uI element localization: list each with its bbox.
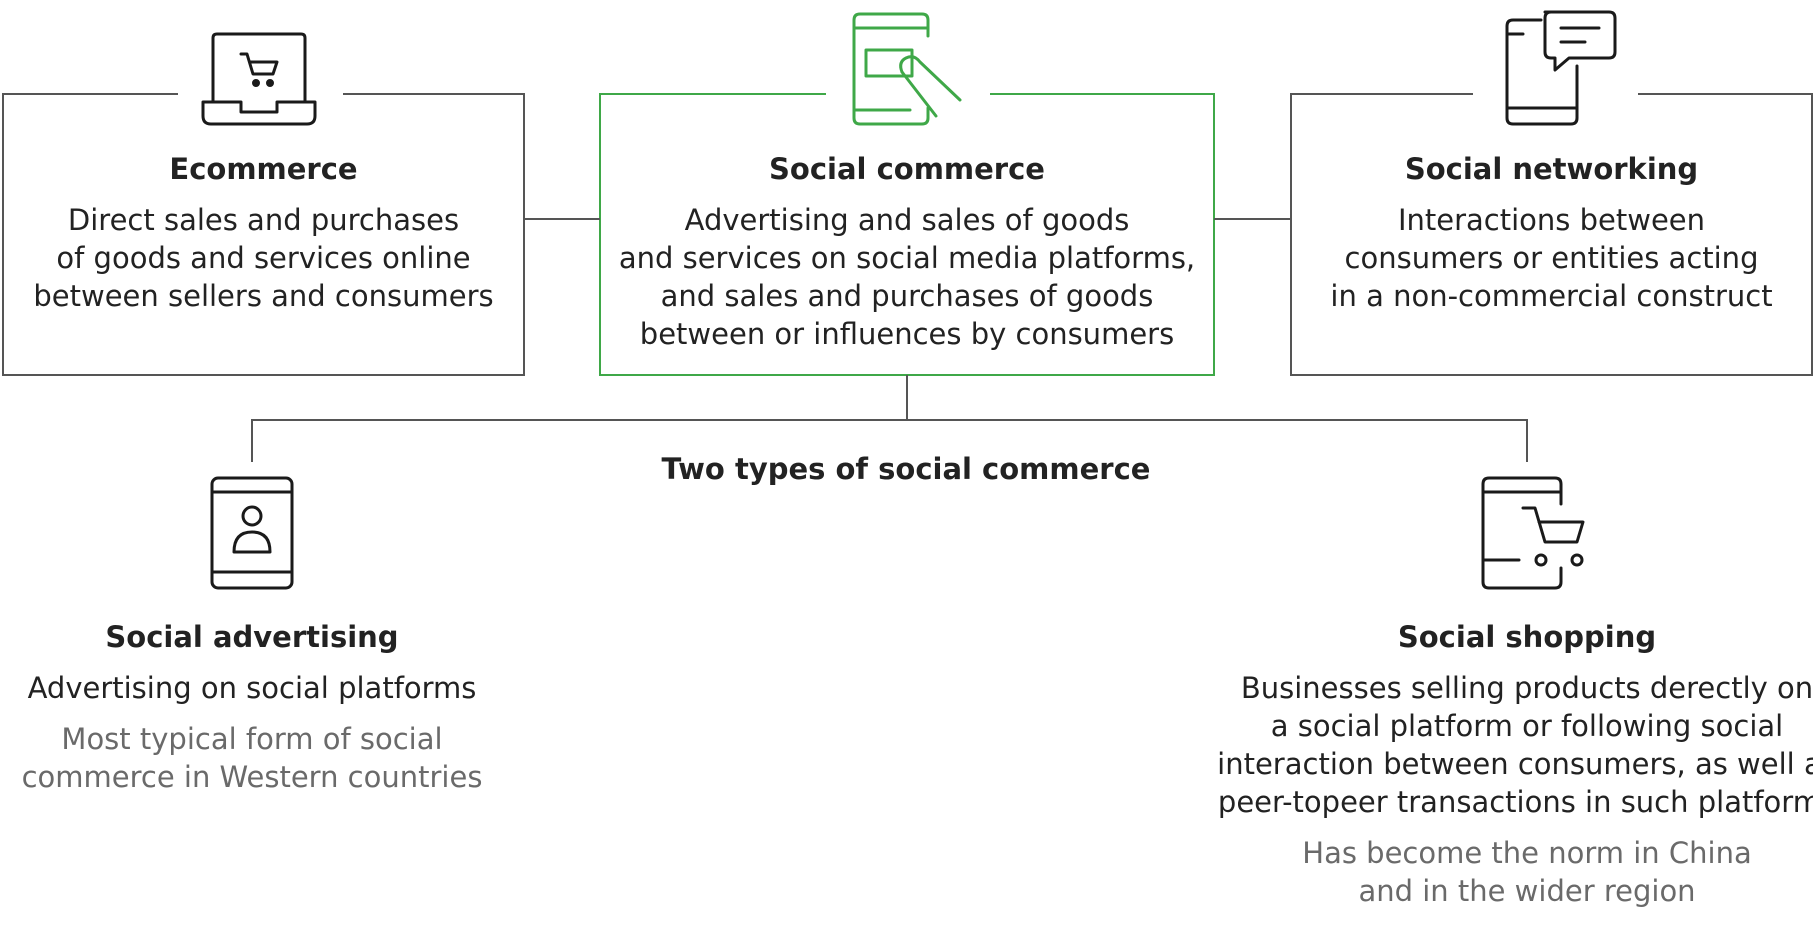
social-shopping-title: Social shopping xyxy=(1397,620,1657,654)
ecommerce-description-line: Direct sales and purchases xyxy=(67,203,460,237)
social-networking-text: Social networking Interactions between c… xyxy=(1291,150,1812,315)
social-advertising-note-line: commerce in Western countries xyxy=(21,760,483,794)
social-shopping-description-line: Businesses selling products derectly on xyxy=(1240,671,1813,705)
social-shopping-description: Businesses selling products derectly on … xyxy=(1217,669,1813,821)
social-shopping-description-line: a social platform or following social xyxy=(1270,709,1784,743)
social-commerce-description: Advertising and sales of goods and servi… xyxy=(600,201,1214,353)
social-advertising-description-line: Advertising on social platforms xyxy=(27,671,477,705)
social-networking-box-outline xyxy=(1290,93,1813,376)
social-commerce-description-line: and services on social media platforms, xyxy=(618,241,1196,275)
types-branch-connector xyxy=(251,375,1528,462)
social-shopping-text: Social shopping Businesses selling produ… xyxy=(1217,618,1813,910)
ecommerce-description-line: of goods and services online xyxy=(56,241,471,275)
social-advertising-note: Most typical form of social commerce in … xyxy=(2,720,502,796)
phone-profile-icon xyxy=(210,476,294,590)
social-shopping-note-line: Has become the norm in China xyxy=(1302,836,1752,870)
ecommerce-description-line: between sellers and consumers xyxy=(33,279,494,313)
phone-chat-icon xyxy=(1505,10,1617,126)
social-networking-description-line: in a non-commercial construct xyxy=(1330,279,1773,313)
social-commerce-title: Social commerce xyxy=(769,152,1045,186)
social-shopping-description-line: interaction between consumers, as well a… xyxy=(1217,747,1813,781)
social-commerce-description-line: and sales and purchases of goods xyxy=(660,279,1154,313)
ecommerce-title: Ecommerce xyxy=(169,152,358,186)
social-advertising-title: Social advertising xyxy=(105,620,399,654)
phone-cart-icon xyxy=(1481,476,1585,590)
social-shopping-note: Has become the norm in China and in the … xyxy=(1217,834,1813,910)
social-advertising-text: Social advertising Advertising on social… xyxy=(2,618,502,796)
social-networking-description: Interactions between consumers or entiti… xyxy=(1291,201,1812,315)
social-commerce-text: Social commerce Advertising and sales of… xyxy=(600,150,1214,353)
social-advertising-note-line: Most typical form of social xyxy=(61,722,443,756)
phone-touch-icon xyxy=(852,12,962,126)
social-networking-description-line: consumers or entities acting xyxy=(1344,241,1759,275)
ecommerce-box-outline xyxy=(2,93,525,376)
types-heading: Two types of social commerce xyxy=(661,452,1151,486)
ecommerce-text: Ecommerce Direct sales and purchases of … xyxy=(3,150,524,315)
social-shopping-note-line: and in the wider region xyxy=(1358,874,1696,908)
social-networking-description-line: Interactions between xyxy=(1397,203,1706,237)
social-networking-title: Social networking xyxy=(1404,152,1699,186)
social-commerce-description-line: between or influences by consumers xyxy=(639,317,1175,351)
social-shopping-description-line: peer-topeer transactions in such platfor… xyxy=(1217,785,1813,819)
laptop-cart-icon xyxy=(201,32,317,126)
social-advertising-description: Advertising on social platforms xyxy=(2,669,502,707)
ecommerce-description: Direct sales and purchases of goods and … xyxy=(3,201,524,315)
social-commerce-description-line: Advertising and sales of goods xyxy=(684,203,1130,237)
